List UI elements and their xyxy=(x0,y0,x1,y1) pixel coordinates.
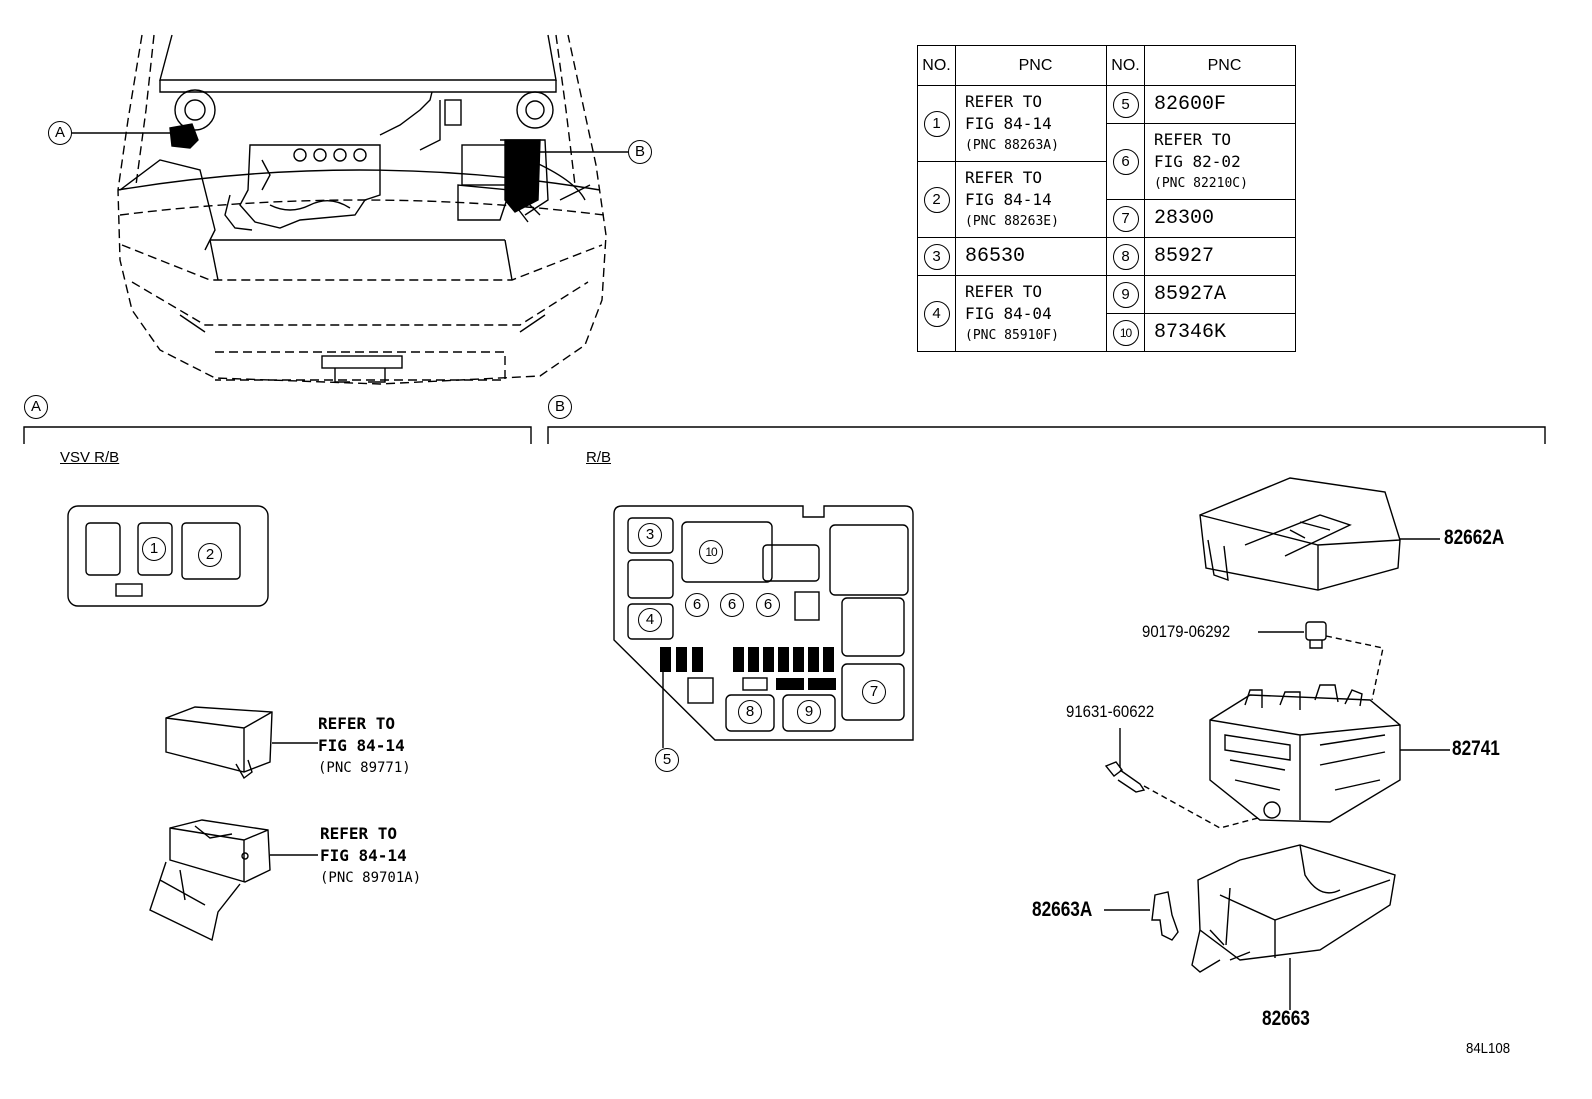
section-a-marker: A xyxy=(24,395,48,419)
rb-bolt-drawing xyxy=(1104,728,1259,829)
part-82741: 82741 xyxy=(1452,737,1500,760)
rb-block-drawing xyxy=(1209,684,1450,823)
vsv-relay-block-plan xyxy=(67,505,269,607)
rb-slot-8: 8 xyxy=(738,700,762,724)
row-9-pnc: 85927A xyxy=(1144,275,1296,314)
vsv-relay-base-drawing xyxy=(149,819,318,942)
header-pnc-right: PNC xyxy=(1144,45,1296,86)
vsv-relay-cover-drawing xyxy=(165,706,318,780)
part-90179-06292: 90179-06292 xyxy=(1142,622,1231,641)
part-82663: 82663 xyxy=(1262,1007,1310,1030)
row-2-no: 2 xyxy=(917,161,956,238)
row-9-no: 9 xyxy=(1106,275,1145,314)
row-8-no: 8 xyxy=(1106,237,1145,276)
row-5-pnc: 82600F xyxy=(1144,85,1296,124)
section-a-bracket xyxy=(23,426,532,444)
rb-slot-10: 10 xyxy=(699,540,723,564)
row-3-no: 3 xyxy=(917,237,956,276)
row-1-no: 1 xyxy=(917,85,956,162)
rb-slot-6a: 6 xyxy=(685,593,709,617)
fuse-row-right xyxy=(733,647,836,690)
vehicle-front-illustration xyxy=(72,34,628,385)
section-b-bracket xyxy=(547,426,1546,444)
relay-block-plan xyxy=(613,505,914,748)
part-82663A: 82663A xyxy=(1032,898,1093,921)
rb-bracket-drawing xyxy=(1104,891,1179,941)
rb-cover-drawing xyxy=(1199,477,1440,591)
callout-b-vehicle: B xyxy=(628,140,652,164)
part-82662A: 82662A xyxy=(1444,526,1505,549)
rb-slot-4: 4 xyxy=(638,608,662,632)
section-b-marker: B xyxy=(548,395,572,419)
row-7-no: 7 xyxy=(1106,199,1145,238)
rb-slot-7: 7 xyxy=(862,680,886,704)
section-a-title: VSV R/B xyxy=(60,449,120,466)
rb-slot-6b: 6 xyxy=(720,593,744,617)
row-8-pnc: 85927 xyxy=(1144,237,1296,276)
rb-lower-case-drawing xyxy=(1191,844,1396,1010)
section-b-title: R/B xyxy=(586,449,612,466)
rb-slot-3: 3 xyxy=(638,523,662,547)
callout-a-vehicle: A xyxy=(48,121,72,145)
row-6-no: 6 xyxy=(1106,123,1145,200)
figure-id: 84L108 xyxy=(1466,1040,1511,1057)
part-91631-60622: 91631-60622 xyxy=(1066,702,1155,721)
vsv-slot-2: 2 xyxy=(198,543,222,567)
row-10-pnc: 87346K xyxy=(1144,313,1296,352)
header-pnc-left: PNC xyxy=(955,45,1107,86)
vsv-slot-1: 1 xyxy=(142,537,166,561)
fuse-row-left xyxy=(660,647,703,672)
row-10-no: 10 xyxy=(1106,313,1145,352)
rb-slot-9: 9 xyxy=(797,700,821,724)
rb-slot-5: 5 xyxy=(655,748,679,772)
rb-slot-6c: 6 xyxy=(756,593,780,617)
header-no-left: NO. xyxy=(917,45,956,86)
rb-clip-drawing xyxy=(1258,621,1384,701)
header-no-right: NO. xyxy=(1106,45,1145,86)
row-3-pnc: 86530 xyxy=(955,237,1107,276)
row-4-no: 4 xyxy=(917,275,956,352)
row-5-no: 5 xyxy=(1106,85,1145,124)
row-7-pnc: 28300 xyxy=(1144,199,1296,238)
